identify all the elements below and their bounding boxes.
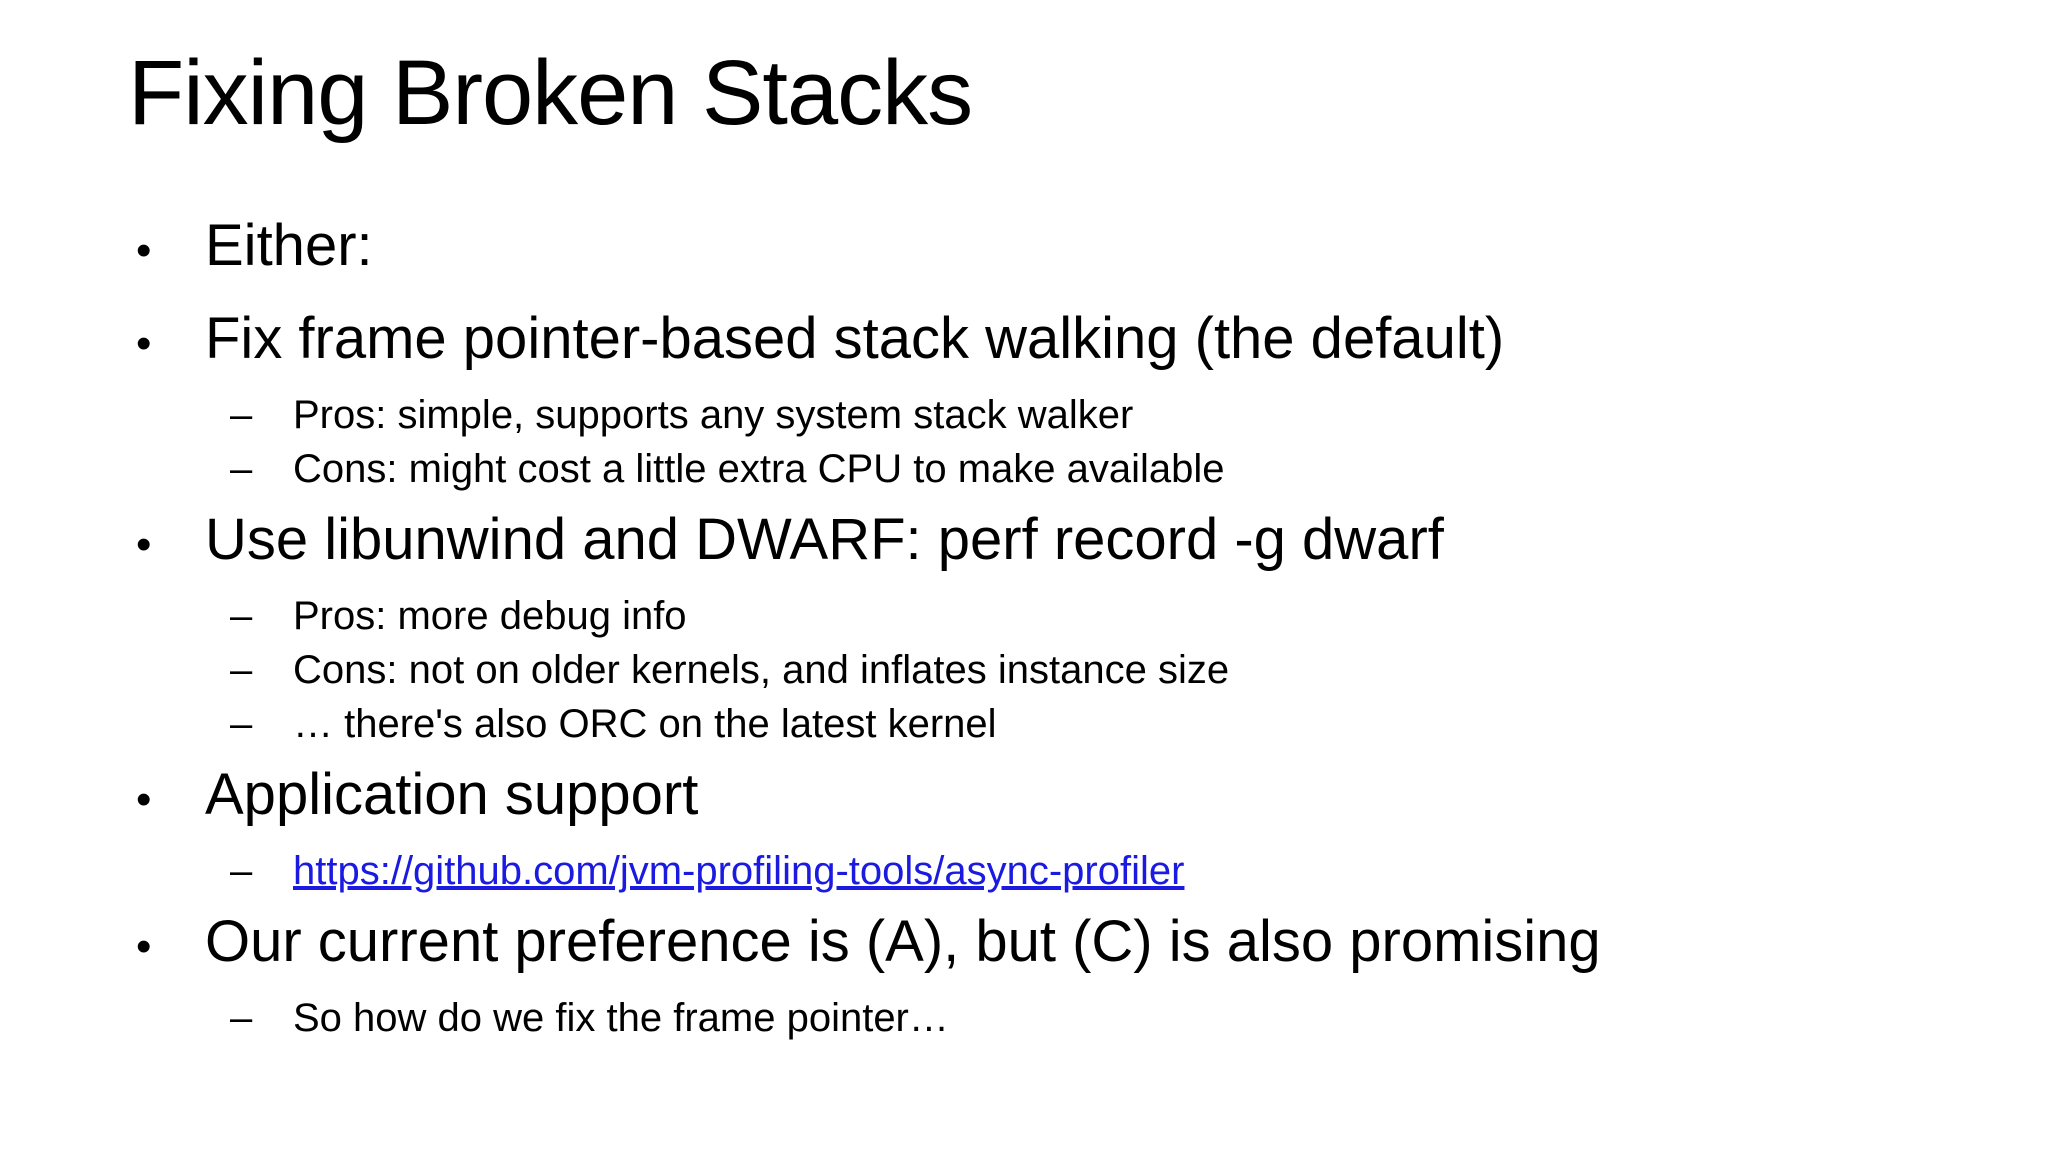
dash-icon: – — [230, 702, 253, 746]
slide-title: Fixing Broken Stacks — [128, 42, 973, 144]
bullet-dot-icon: • — [136, 319, 152, 368]
bullet-item: • Application support — [0, 751, 2048, 844]
sub-bullet-text: Pros: simple, supports any system stack … — [293, 393, 1134, 437]
bullet-item: • Our current preference is (A), but (C)… — [0, 898, 2048, 991]
bullet-text: Application support — [205, 762, 699, 827]
sub-bullet-text: … there's also ORC on the latest kernel — [293, 702, 997, 746]
dash-icon: – — [230, 849, 253, 893]
bullet-list: • Either: • Fix frame pointer-based stac… — [0, 202, 2048, 1045]
dash-icon: – — [230, 996, 253, 1040]
bullet-text: Use libunwind and DWARF: perf record -g … — [205, 507, 1444, 572]
bullet-text: Fix frame pointer-based stack walking (t… — [205, 306, 1505, 371]
dash-icon: – — [230, 648, 253, 692]
bullet-dot-icon: • — [136, 226, 152, 275]
sub-bullet-item: – … there's also ORC on the latest kerne… — [0, 697, 2048, 751]
sub-bullet-item: – Cons: might cost a little extra CPU to… — [0, 442, 2048, 496]
bullet-dot-icon: • — [136, 775, 152, 824]
bullet-item: • Use libunwind and DWARF: perf record -… — [0, 496, 2048, 589]
dash-icon: – — [230, 393, 253, 437]
sub-bullet-item: – Cons: not on older kernels, and inflat… — [0, 643, 2048, 697]
dash-icon: – — [230, 447, 253, 491]
sub-bullet-text: So how do we fix the frame pointer… — [293, 996, 949, 1040]
async-profiler-link[interactable]: https://github.com/jvm-profiling-tools/a… — [293, 849, 1185, 893]
sub-bullet-text: Cons: might cost a little extra CPU to m… — [293, 447, 1225, 491]
bullet-dot-icon: • — [136, 922, 152, 971]
sub-bullet-item: – So how do we fix the frame pointer… — [0, 991, 2048, 1045]
sub-bullet-item: – Pros: more debug info — [0, 589, 2048, 643]
dash-icon: – — [230, 594, 253, 638]
sub-bullet-text: Pros: more debug info — [293, 594, 687, 638]
bullet-text: Our current preference is (A), but (C) i… — [205, 909, 1601, 974]
sub-bullet-item: – Pros: simple, supports any system stac… — [0, 388, 2048, 442]
bullet-item: • Fix frame pointer-based stack walking … — [0, 295, 2048, 388]
sub-bullet-item: – https://github.com/jvm-profiling-tools… — [0, 844, 2048, 898]
bullet-item: • Either: — [0, 202, 2048, 295]
sub-bullet-text: Cons: not on older kernels, and inflates… — [293, 648, 1230, 692]
bullet-text: Either: — [205, 213, 373, 278]
bullet-dot-icon: • — [136, 520, 152, 569]
